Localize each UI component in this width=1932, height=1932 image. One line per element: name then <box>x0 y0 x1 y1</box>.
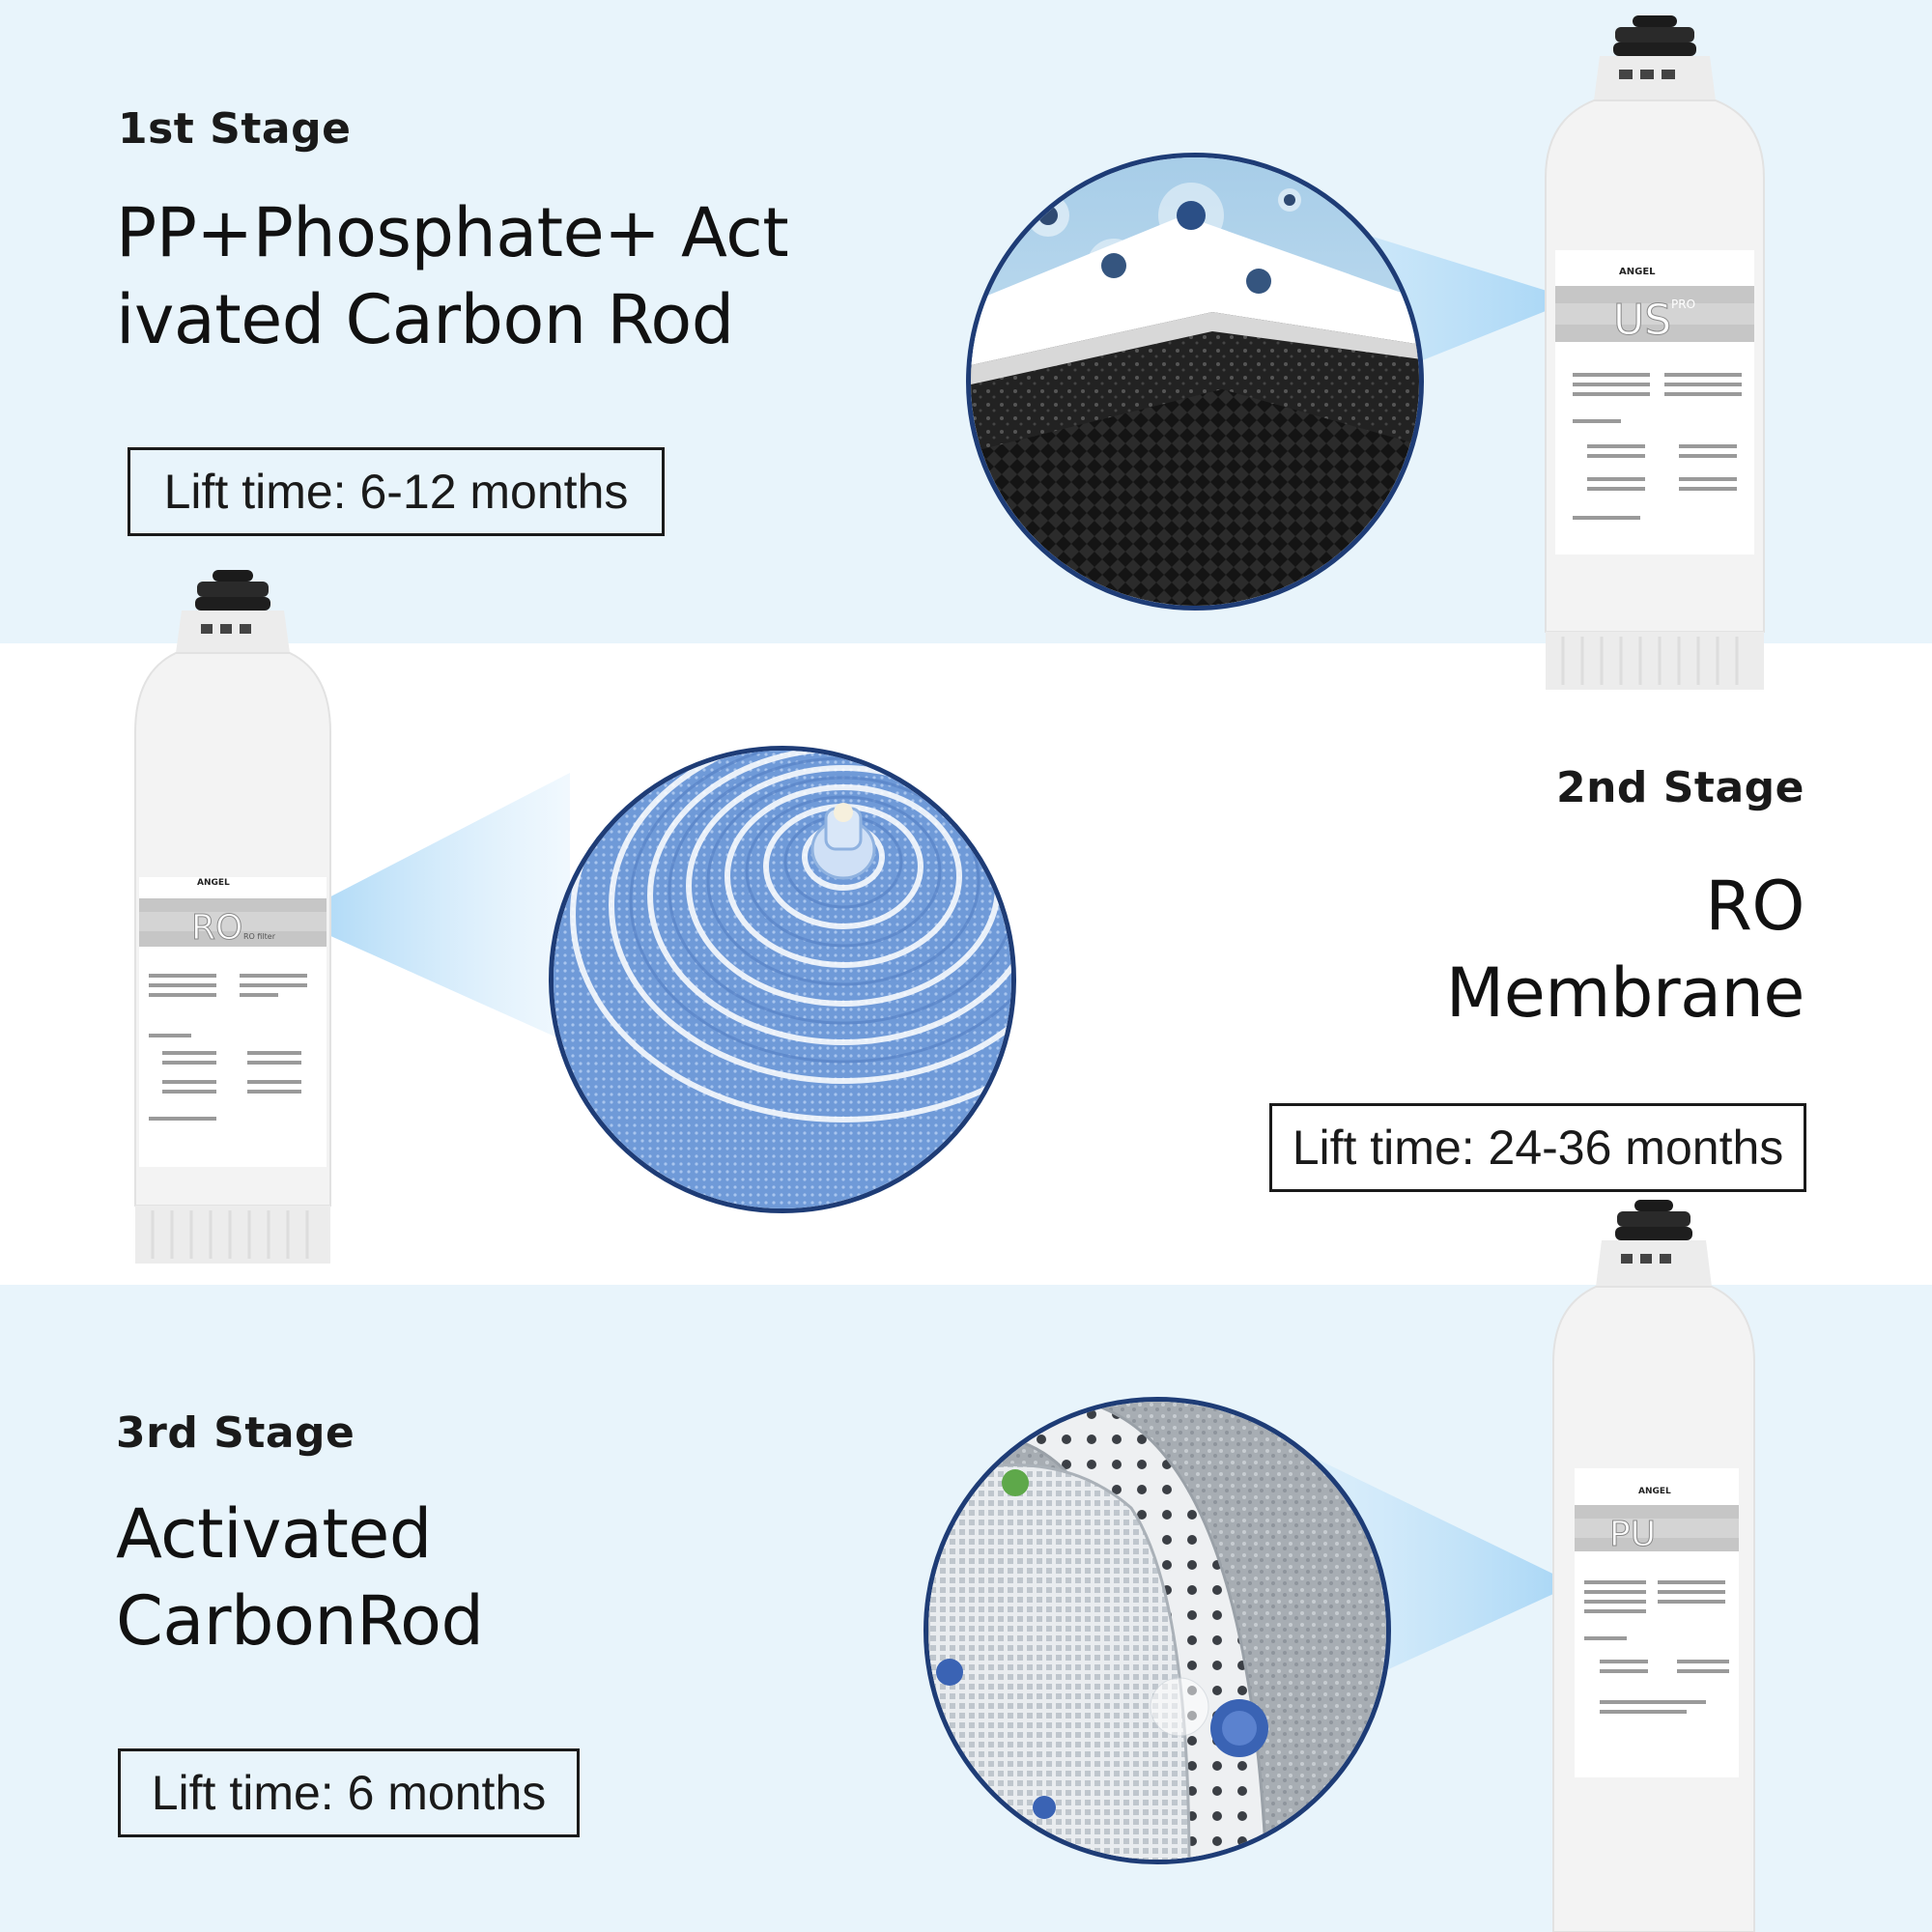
stage-2-cartridge-model: RO <box>191 908 242 948</box>
stage-1-filter-closeup <box>966 153 1424 611</box>
stage-1-title: PP+Phosphate+ Act ivated Carbon Rod <box>116 189 789 363</box>
stage-1-title-line-1: PP+Phosphate+ Act <box>116 193 789 272</box>
stage-1-cartridge-model: US <box>1613 296 1671 345</box>
stage-3-label: 3rd Stage <box>116 1408 355 1458</box>
stage-2-label: 2nd Stage <box>1555 763 1804 812</box>
stage-3-title-line-2: CarbonRod <box>116 1581 484 1661</box>
stage-2-title: RO Membrane <box>1445 863 1805 1037</box>
stage-2-title-line-2: Membrane <box>1445 953 1805 1033</box>
stage-3-carbon-closeup <box>923 1397 1391 1864</box>
stage-2-beam <box>290 773 570 1043</box>
stage-2-cartridge: ANGEL RO RO filter <box>134 570 331 1264</box>
stage-1-cartridge-model-sup: PRO <box>1671 298 1695 311</box>
stage-3-title: Activated CarbonRod <box>116 1491 484 1664</box>
stage-3-cartridge-brand: ANGEL <box>1638 1487 1671 1496</box>
stage-1-cartridge-brand: ANGEL <box>1619 267 1656 277</box>
stage-2-life-box: Lift time: 24-36 months <box>1269 1103 1806 1192</box>
stage-1-life-box: Lift time: 6-12 months <box>128 447 665 536</box>
stage-3-title-line-1: Activated <box>116 1494 432 1574</box>
stage-2-cartridge-brand: ANGEL <box>197 878 230 888</box>
stage-3-cartridge: ANGEL PU <box>1552 1200 1755 1932</box>
stage-2-membrane-closeup <box>549 746 1016 1213</box>
stage-1-title-line-2: ivated Carbon Rod <box>116 280 734 359</box>
stage-2-cartridge-model-sub: RO filter <box>243 932 276 941</box>
stage-1-label: 1st Stage <box>118 104 352 154</box>
stage-1-cartridge: ANGEL US PRO <box>1545 15 1765 690</box>
stage-3-life-box: Lift time: 6 months <box>118 1748 580 1837</box>
stage-2-title-line-1: RO <box>1705 867 1804 946</box>
stage-3-cartridge-model: PU <box>1609 1515 1656 1554</box>
